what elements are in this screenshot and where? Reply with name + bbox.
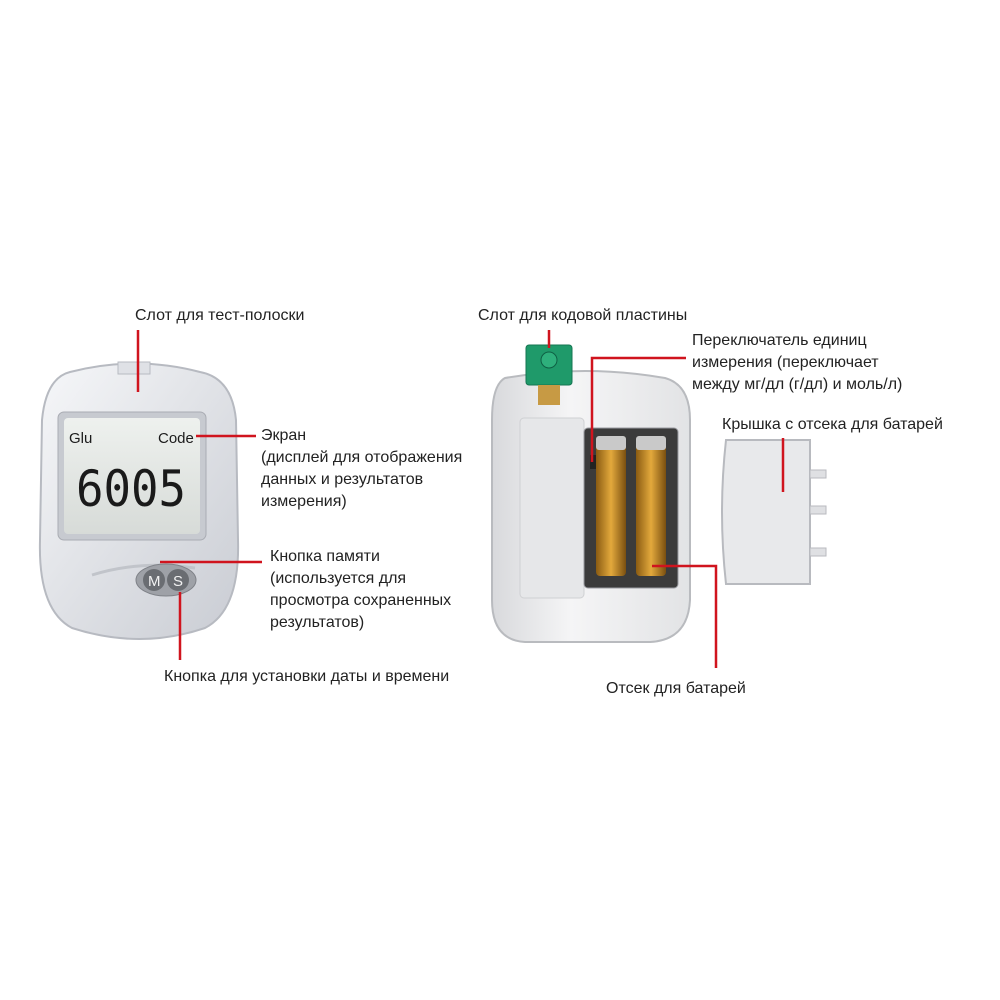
lcd-reading: 6005 bbox=[76, 460, 186, 518]
strip-slot bbox=[117, 361, 151, 375]
label-unit-switch: Переключатель единиц измерения (переключ… bbox=[692, 332, 903, 393]
glucose-meter-back bbox=[491, 344, 691, 643]
code-plate-mark bbox=[540, 351, 558, 369]
battery-cover-tab-1 bbox=[809, 469, 827, 479]
code-plate-contacts bbox=[538, 385, 560, 405]
lcd-code-label: Code bbox=[158, 430, 194, 447]
label-strip-slot: Слот для тест-полоски bbox=[135, 307, 305, 324]
leader-lines bbox=[136, 330, 785, 668]
battery-cover-tab-2 bbox=[809, 505, 827, 515]
s-button[interactable] bbox=[167, 569, 189, 591]
leader-unit-switch bbox=[590, 356, 686, 462]
leader-battery-compartment bbox=[652, 564, 718, 668]
battery-cover-body bbox=[721, 439, 811, 585]
glucose-meter-front bbox=[38, 361, 240, 640]
back-panel bbox=[519, 417, 585, 599]
lcd-screen bbox=[64, 418, 200, 534]
battery-1-cap bbox=[596, 436, 626, 450]
lcd-glu-label: Glu bbox=[69, 430, 92, 447]
battery-2 bbox=[636, 436, 666, 576]
battery-1 bbox=[596, 436, 626, 576]
battery-2-cap bbox=[636, 436, 666, 450]
label-date-time-button: Кнопка для установки даты и времени bbox=[164, 668, 450, 685]
m-button[interactable] bbox=[143, 569, 165, 591]
m-button-label: M bbox=[148, 573, 161, 590]
label-code-plate-slot: Слот для кодовой пластины bbox=[478, 307, 688, 324]
battery-cover-tab-3 bbox=[809, 547, 827, 557]
label-battery-compartment: Отсек для батарей bbox=[606, 680, 746, 697]
battery-cover bbox=[721, 439, 827, 585]
label-battery-cover: Крышка с отсека для батарей bbox=[722, 416, 943, 433]
s-button-label: S bbox=[173, 573, 183, 590]
label-memory-button: Кнопка памяти (используется для просмотр… bbox=[270, 548, 452, 631]
label-screen: Экран (дисплей для отображения данных и … bbox=[261, 427, 463, 510]
